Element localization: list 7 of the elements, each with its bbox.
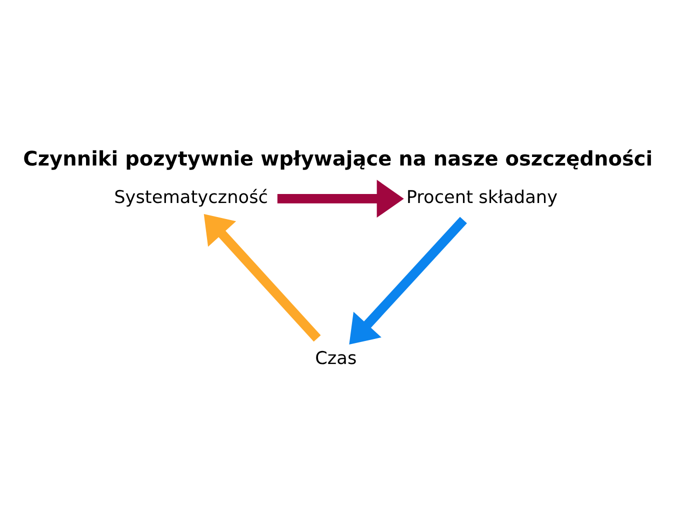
arrow — [277, 179, 404, 218]
arrow — [204, 213, 321, 342]
diagram-title: Czynniki pozytywnie wpływające na nasze oszczędności — [23, 146, 653, 170]
arrow — [349, 216, 467, 344]
node-text: Czas — [315, 348, 357, 369]
node-text: Procent składany — [406, 187, 558, 208]
node-text: Systematyczność — [114, 187, 268, 208]
